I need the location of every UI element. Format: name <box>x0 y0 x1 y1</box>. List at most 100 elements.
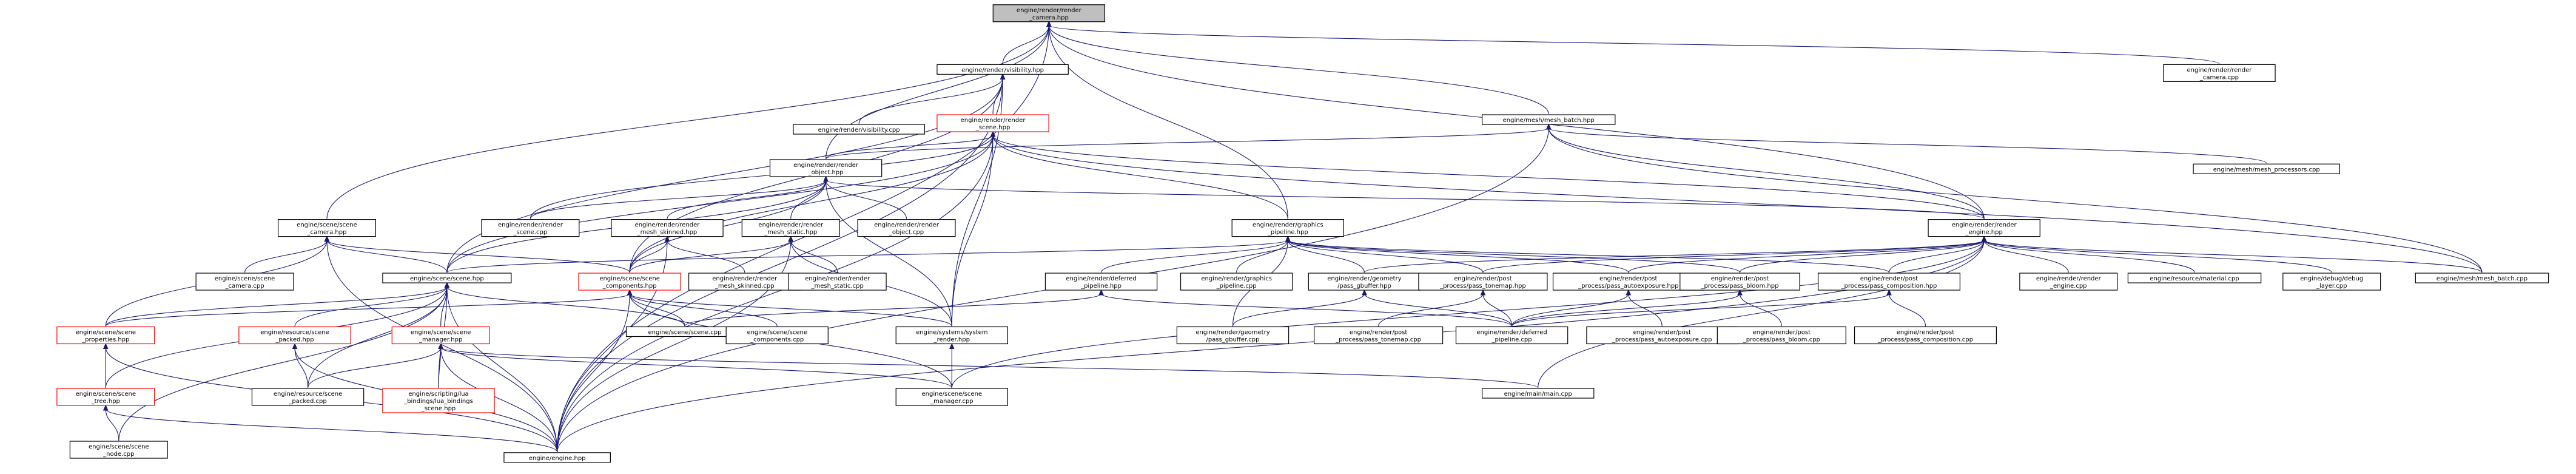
node-label-pass-bloom-cpp-0: engine/render/post <box>1753 330 1811 336</box>
node-scene-packed-cpp[interactable]: engine/resource/scene_packed.cpp <box>251 388 365 406</box>
node-label-pass-tonemap-cpp-1: _process/pass_tonemap.cpp <box>1335 337 1421 344</box>
node-box-scene-node-cpp <box>69 441 168 459</box>
edge-render-engine-hpp-to-pass-bloom-hpp <box>1739 240 1985 273</box>
node-mesh-batch-cpp[interactable]: engine/mesh/mesh_batch.cpp <box>2415 273 2549 283</box>
node-label-graphics-pipeline-cpp-0: engine/render/graphics <box>1201 276 1272 282</box>
edge-mesh-batch-hpp-to-mesh-batch-cpp <box>1548 128 2483 273</box>
edge-render-scene-hpp-to-mesh-batch-cpp <box>992 135 2483 273</box>
node-label-scene-manager-cpp-0: engine/scene/scene <box>922 391 983 398</box>
node-mesh-static-hpp[interactable]: engine/render/render_mesh_static.hpp <box>741 219 840 237</box>
node-pass-composition-hpp[interactable]: engine/render/post_process/pass_composit… <box>1817 273 1961 291</box>
node-render-object-cpp[interactable]: engine/render/render_object.cpp <box>857 219 956 237</box>
node-mesh-skinned-cpp[interactable]: engine/render/render_mesh_skinned.cpp <box>688 273 801 291</box>
node-scene-packed-hpp[interactable]: engine/resource/scene_packed.hpp <box>238 326 351 345</box>
node-mesh-skinned-hpp[interactable]: engine/render/render_mesh_skinned.hpp <box>611 219 724 237</box>
node-label-render-scene-hpp-1: _scene.hpp <box>975 124 1011 131</box>
node-label-scene-node-cpp-1: _node.cpp <box>103 451 134 458</box>
node-label-visibility-hpp-0: engine/render/visibility.hpp <box>961 67 1044 73</box>
edge-arrowhead <box>292 343 298 349</box>
node-render-scene-hpp[interactable]: engine/render/render_scene.hpp <box>937 114 1049 132</box>
edge-render-engine-hpp-to-engine-hpp <box>557 240 1985 452</box>
node-label-graphics-pipeline-hpp-0: engine/render/graphics <box>1253 222 1323 229</box>
edge-render-engine-hpp-to-render-engine-cpp <box>1983 240 2069 273</box>
edge-render-engine-hpp-to-pass-autoexposure-hpp <box>1628 240 1985 273</box>
node-scene-manager-hpp[interactable]: engine/scene/scene_manager.hpp <box>391 326 490 345</box>
edge-render-scene-hpp-to-engine-hpp <box>557 135 994 452</box>
node-visibility-cpp[interactable]: engine/render/visibility.cpp <box>793 124 925 135</box>
node-pass-composition-cpp[interactable]: engine/render/post_process/pass_composit… <box>1854 326 1997 345</box>
node-lua-bindings-scene-hpp[interactable]: engine/scripting/lua_bindings/lua_bindin… <box>382 388 495 413</box>
node-label-scene-packed-cpp-1: _packed.cpp <box>288 398 326 405</box>
node-label-pass-bloom-hpp-1: _process/pass_bloom.hpp <box>1700 283 1778 289</box>
node-label-engine-hpp-0: engine/engine.hpp <box>529 455 586 462</box>
node-debug-layer-cpp[interactable]: engine/debug/debug_layer.cpp <box>2282 273 2381 291</box>
edge-pass-autoexposure-hpp-to-deferred-pipeline-cpp <box>1512 293 1629 327</box>
node-scene-tree-hpp[interactable]: engine/scene/scene_tree.hpp <box>56 388 155 406</box>
node-label-mesh-skinned-hpp-0: engine/render/render <box>635 222 701 229</box>
edge-arrowhead <box>103 343 109 349</box>
edge-mesh-static-hpp-to-mesh-static-cpp <box>790 240 838 273</box>
node-box-deferred-pipeline-cpp <box>1455 326 1569 345</box>
edge-scene-components-hpp-to-scene-components-cpp <box>629 293 778 327</box>
node-mesh-processors-cpp[interactable]: engine/mesh/mesh_processors.cpp <box>2193 163 2340 174</box>
node-label-render-engine-cpp-1: _engine.cpp <box>2050 283 2087 289</box>
node-mesh-static-cpp[interactable]: engine/render/render_mesh_static.cpp <box>788 273 887 291</box>
node-render-engine-cpp[interactable]: engine/render/render_engine.cpp <box>2019 273 2118 291</box>
edge-arrowhead <box>1626 289 1632 296</box>
node-render-engine-hpp[interactable]: engine/render/render_engine.hpp <box>1928 219 2040 237</box>
node-scene-cpp[interactable]: engine/scene/scene.cpp <box>625 326 744 337</box>
node-graphics-pipeline-cpp[interactable]: engine/render/graphics_pipeline.cpp <box>1180 273 1293 291</box>
node-label-pass-gbuffer-hpp-0: engine/render/geometry <box>1327 276 1401 282</box>
node-render-scene-cpp[interactable]: engine/render/render_scene.cpp <box>481 219 580 237</box>
node-pass-tonemap-hpp[interactable]: engine/render/post_process/pass_tonemap.… <box>1418 273 1548 291</box>
node-pass-bloom-cpp[interactable]: engine/render/post_process/pass_bloom.cp… <box>1717 326 1846 345</box>
node-box-mesh-batch-cpp <box>2415 273 2549 283</box>
node-pass-gbuffer-hpp[interactable]: engine/render/geometry/pass_gbuffer.hpp <box>1308 273 1421 291</box>
node-label-scene-tree-hpp-1: _tree.hpp <box>91 398 120 405</box>
node-scene-components-hpp[interactable]: engine/scene/scene_components.hpp <box>578 273 681 291</box>
node-scene-hpp[interactable]: engine/scene/scene.hpp <box>382 273 512 283</box>
node-pass-autoexposure-hpp[interactable]: engine/render/post_process/pass_autoexpo… <box>1552 273 1704 291</box>
node-deferred-pipeline-hpp[interactable]: engine/render/deferred_pipeline.hpp <box>1044 273 1158 291</box>
node-render-camera-cpp[interactable]: engine/render/render_camera.cpp <box>2163 64 2276 83</box>
node-label-scene-manager-hpp-0: engine/scene/scene <box>411 330 471 336</box>
node-system-render-hpp[interactable]: engine/systems/system_render.hpp <box>895 326 1009 345</box>
edge-arrowhead <box>990 130 996 137</box>
node-material-cpp[interactable]: engine/resource/material.cpp <box>2127 273 2262 283</box>
node-scene-manager-cpp[interactable]: engine/scene/scene_manager.cpp <box>895 388 1009 406</box>
node-scene-camera-cpp[interactable]: engine/scene/scene_camera.cpp <box>195 273 294 291</box>
node-scene-camera-hpp[interactable]: engine/scene/scene_camera.hpp <box>277 219 376 237</box>
node-pass-tonemap-cpp[interactable]: engine/render/post_process/pass_tonemap.… <box>1313 326 1444 345</box>
edge-scene-camera-hpp-to-engine-hpp <box>326 240 558 452</box>
node-label-deferred-pipeline-hpp-0: engine/render/deferred <box>1066 276 1136 282</box>
node-box-material-cpp <box>2127 273 2262 283</box>
edge-render-object-hpp-to-mesh-skinned-hpp <box>667 180 827 219</box>
node-scene-properties-hpp[interactable]: engine/scene/scene_properties.hpp <box>56 326 155 345</box>
node-mesh-batch-hpp[interactable]: engine/mesh/mesh_batch.hpp <box>1481 114 1616 125</box>
node-pass-gbuffer-cpp[interactable]: engine/render/geometry/pass_gbuffer.cpp <box>1176 326 1290 345</box>
edge-graphics-pipeline-hpp-to-deferred-pipeline-hpp <box>1100 240 1288 273</box>
edge-camera-hpp-to-render-object-hpp <box>826 25 1049 160</box>
edge-arrowhead <box>664 235 670 242</box>
node-box-camera-hpp <box>992 4 1106 22</box>
node-render-object-hpp[interactable]: engine/render/render_object.hpp <box>769 159 883 177</box>
node-camera-hpp[interactable]: engine/render/render_camera.hpp <box>992 4 1106 22</box>
node-deferred-pipeline-cpp[interactable]: engine/render/deferred_pipeline.cpp <box>1455 326 1569 345</box>
node-label-mesh-batch-hpp-0: engine/mesh/mesh_batch.hpp <box>1503 117 1595 124</box>
edge-arrowhead <box>1981 235 1987 242</box>
node-label-pass-gbuffer-cpp-1: /pass_gbuffer.cpp <box>1206 337 1260 344</box>
edge-camera-hpp-to-engine-hpp <box>557 25 1049 452</box>
node-label-mesh-skinned-cpp-1: _mesh_skinned.cpp <box>715 283 775 289</box>
node-main-cpp[interactable]: engine/main/main.cpp <box>1481 388 1595 399</box>
node-label-scene-components-hpp-1: _components.hpp <box>602 283 657 289</box>
node-graphics-pipeline-hpp[interactable]: engine/render/graphics_pipeline.hpp <box>1231 219 1344 237</box>
node-pass-autoexposure-cpp[interactable]: engine/render/post_process/pass_autoexpo… <box>1586 326 1738 345</box>
node-engine-hpp[interactable]: engine/engine.hpp <box>503 452 611 463</box>
node-scene-node-cpp[interactable]: engine/scene/scene_node.cpp <box>69 441 168 459</box>
node-pass-bloom-hpp[interactable]: engine/render/post_process/pass_bloom.hp… <box>1680 273 1800 291</box>
node-label-material-cpp-0: engine/resource/material.cpp <box>2150 276 2239 282</box>
edge-scene-hpp-to-scene-packed-hpp <box>294 286 448 327</box>
node-scene-components-cpp[interactable]: engine/scene/scene_components.cpp <box>725 326 829 345</box>
node-box-mesh-skinned-cpp <box>688 273 801 291</box>
node-visibility-hpp[interactable]: engine/render/visibility.hpp <box>937 64 1069 75</box>
